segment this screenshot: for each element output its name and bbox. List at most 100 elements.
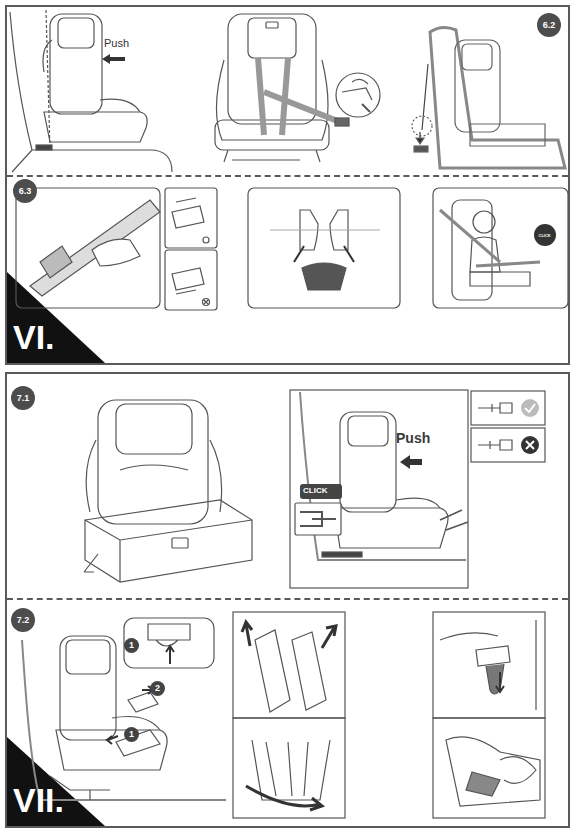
isofix-step	[340, 412, 396, 512]
removal-step	[22, 612, 545, 818]
removal-step	[440, 633, 510, 666]
removal-step	[255, 630, 326, 712]
vehicle-seat-side	[462, 44, 492, 70]
vehicle-seat-side	[414, 146, 428, 152]
vehicle-seat-side	[430, 27, 565, 168]
booster-front-view	[362, 104, 370, 112]
action-word: Push	[396, 430, 430, 446]
ok-symbol	[521, 399, 539, 417]
isofix-step	[471, 428, 545, 462]
isofix-step	[348, 416, 388, 446]
callout-number: 1	[124, 727, 139, 742]
removal-step	[500, 757, 536, 784]
section-corner	[7, 737, 105, 826]
seat-side-view	[10, 12, 172, 172]
belt-routing-step	[203, 299, 210, 306]
wrong-symbol	[521, 436, 539, 454]
belt-routing-step	[476, 262, 540, 266]
step-panel: 6.3	[7, 175, 568, 363]
removal-step	[233, 612, 345, 718]
belt-routing-step	[534, 224, 556, 246]
seat-side-view	[10, 10, 172, 172]
isofix-step	[471, 391, 545, 425]
booster-seat	[84, 400, 252, 582]
isofix-step	[290, 390, 468, 588]
belt-routing-step	[30, 200, 160, 296]
step-number: 6.3	[13, 179, 37, 203]
wrong-symbol	[526, 441, 534, 449]
push-arrow	[102, 54, 125, 64]
booster-front-view	[216, 60, 328, 140]
isofix-step	[396, 498, 440, 508]
seat-side-view	[44, 112, 147, 142]
booster-seat	[86, 440, 221, 512]
removal-step	[433, 612, 545, 718]
booster-front-view	[248, 18, 296, 58]
removal-step	[233, 718, 345, 818]
callout-number: 1	[124, 638, 139, 653]
removal-step	[322, 626, 336, 648]
belt-routing-step	[40, 246, 72, 278]
booster-front-view	[266, 22, 278, 28]
step-panel: 7.2	[7, 598, 568, 826]
removal-step	[124, 618, 214, 668]
vehicle-seat-side	[470, 124, 545, 146]
booster-seat	[98, 400, 208, 524]
booster-seat	[84, 554, 98, 572]
vehicle-seat-side	[412, 116, 432, 136]
ok-symbol	[525, 404, 535, 412]
isofix-step	[300, 512, 336, 526]
belt-routing-step	[165, 250, 217, 310]
isofix-step	[295, 503, 341, 535]
belt-routing-step	[165, 188, 217, 248]
booster-seat	[85, 500, 252, 582]
callout-number: 2	[150, 681, 165, 696]
action-word: Push	[104, 37, 129, 49]
removal-step	[56, 730, 167, 770]
removal-step	[246, 786, 322, 810]
removal-step	[60, 636, 116, 740]
booster-seat	[85, 520, 252, 582]
belt-routing-step	[470, 272, 530, 286]
sound-cue: CLICK	[303, 486, 327, 495]
belt-routing-step	[248, 188, 400, 308]
seat-side-view	[46, 10, 50, 150]
removal-step	[252, 740, 330, 800]
isofix-step	[334, 508, 448, 548]
belt-routing-step	[473, 211, 495, 233]
seat-side-view	[12, 150, 32, 172]
removal-step	[433, 718, 545, 818]
booster-front-view	[264, 92, 340, 122]
removal-step	[166, 646, 174, 664]
vehicle-seat-side	[416, 138, 424, 144]
removal-step	[107, 736, 118, 744]
vehicle-seat-side	[422, 64, 428, 130]
belt-routing-step	[203, 237, 209, 243]
belt-routing-step	[16, 188, 568, 310]
belt-routing-step	[92, 239, 140, 266]
sound-cue: CLICK	[539, 233, 551, 238]
seat-side-view	[58, 18, 94, 48]
belt-routing-step	[433, 188, 568, 308]
section-frame: VI.6.26.3	[5, 5, 570, 365]
booster-seat	[120, 465, 188, 470]
isofix-step	[478, 440, 512, 450]
removal-step	[66, 640, 110, 674]
vehicle-seat-side	[455, 40, 500, 132]
isofix-step	[290, 390, 545, 588]
push-arrow	[400, 455, 422, 469]
booster-front-view	[342, 79, 372, 100]
belt-routing-step	[440, 210, 500, 262]
removal-step	[466, 772, 500, 796]
removal-step	[486, 664, 504, 694]
step-number: 6.2	[537, 13, 561, 37]
booster-front-view	[215, 120, 329, 150]
seat-side-view	[50, 14, 102, 114]
isofix-step	[440, 510, 468, 530]
belt-routing-step	[172, 198, 204, 228]
belt-routing-step	[344, 246, 354, 262]
booster-front-view	[336, 73, 380, 117]
